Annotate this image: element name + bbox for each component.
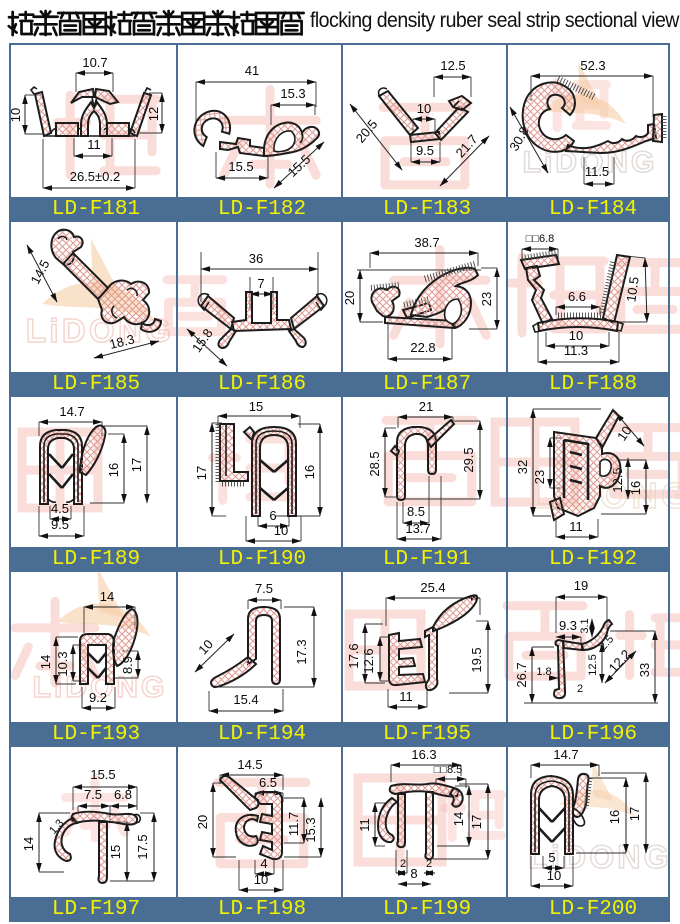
svg-text:15.8: 15.8: [189, 326, 216, 355]
svg-text:12: 12: [146, 107, 161, 121]
svg-text:9.3: 9.3: [559, 618, 577, 633]
svg-text:6: 6: [269, 508, 276, 523]
svg-text:10: 10: [614, 423, 635, 443]
svg-text:29.5: 29.5: [461, 447, 476, 472]
svg-text:□□6.8: □□6.8: [526, 233, 555, 245]
svg-text:19.5: 19.5: [469, 647, 484, 672]
svg-text:17: 17: [194, 466, 209, 480]
svg-text:17: 17: [627, 807, 642, 821]
svg-text:11.3: 11.3: [564, 343, 588, 358]
svg-text:23: 23: [532, 470, 547, 484]
svg-text:10: 10: [417, 101, 431, 116]
svg-text:26.5±0.2: 26.5±0.2: [70, 169, 121, 184]
svg-text:20.5: 20.5: [353, 117, 381, 146]
svg-text:17: 17: [469, 815, 484, 829]
svg-text:21: 21: [419, 399, 433, 414]
svg-text:11.5: 11.5: [585, 164, 609, 179]
svg-text:14.7: 14.7: [59, 404, 84, 419]
svg-text:16.3: 16.3: [411, 747, 436, 762]
svg-text:25.4: 25.4: [420, 580, 445, 595]
svg-text:36: 36: [249, 251, 263, 266]
svg-text:38.7: 38.7: [414, 235, 439, 250]
svg-text:5: 5: [548, 850, 555, 865]
svg-text:15.3: 15.3: [280, 86, 305, 101]
svg-text:16: 16: [302, 465, 317, 479]
svg-text:10: 10: [254, 872, 268, 887]
svg-text:10: 10: [8, 108, 23, 122]
svg-text:20: 20: [195, 815, 210, 829]
svg-text:21.7: 21.7: [453, 132, 481, 161]
svg-text:15.5: 15.5: [228, 159, 253, 174]
svg-text:7.5: 7.5: [84, 787, 102, 802]
svg-text:11: 11: [87, 137, 101, 152]
svg-text:12.5: 12.5: [440, 58, 465, 73]
svg-text:8: 8: [410, 866, 417, 881]
svg-text:4.5: 4.5: [51, 501, 69, 516]
svg-text:14.7: 14.7: [553, 747, 578, 762]
svg-text:41: 41: [245, 63, 259, 78]
svg-text:10: 10: [569, 328, 583, 343]
svg-text:14: 14: [38, 655, 53, 669]
svg-text:15.3: 15.3: [303, 817, 318, 842]
svg-text:52.3: 52.3: [580, 58, 605, 73]
svg-text:12.5: 12.5: [587, 654, 599, 675]
svg-text:16: 16: [628, 481, 643, 495]
svg-text:9.2: 9.2: [89, 690, 107, 705]
svg-text:18.3: 18.3: [108, 331, 136, 352]
svg-text:6.8: 6.8: [114, 787, 132, 802]
svg-text:14: 14: [451, 812, 466, 826]
svg-text:8.5: 8.5: [407, 504, 425, 519]
svg-text:2: 2: [400, 858, 406, 870]
svg-text:7: 7: [257, 276, 264, 291]
svg-text:9.5: 9.5: [51, 517, 69, 532]
svg-text:11.7: 11.7: [286, 812, 301, 836]
svg-text:17.5: 17.5: [135, 834, 150, 859]
svg-text:15.4: 15.4: [233, 692, 258, 707]
svg-text:1.8: 1.8: [536, 666, 551, 678]
svg-text:14.5: 14.5: [27, 257, 52, 286]
svg-text:19: 19: [574, 578, 588, 593]
svg-text:26.7: 26.7: [514, 662, 529, 687]
svg-text:3.1: 3.1: [579, 618, 591, 633]
svg-text:2: 2: [577, 683, 583, 695]
svg-text:11: 11: [569, 519, 583, 534]
svg-text:4: 4: [260, 856, 267, 871]
svg-text:12.6: 12.6: [361, 648, 376, 673]
svg-text:15: 15: [108, 845, 123, 859]
svg-text:10.5: 10.5: [623, 276, 641, 303]
svg-text:22.8: 22.8: [410, 340, 435, 355]
svg-text:14: 14: [21, 837, 36, 851]
svg-text:7.5: 7.5: [255, 581, 273, 596]
svg-text:10: 10: [547, 868, 561, 883]
svg-text:15: 15: [249, 399, 263, 414]
svg-text:9.5: 9.5: [416, 143, 434, 158]
svg-text:10: 10: [274, 523, 288, 538]
svg-text:32: 32: [515, 460, 530, 474]
svg-text:15.5: 15.5: [90, 767, 115, 782]
svg-text:2: 2: [426, 858, 432, 870]
svg-text:6.6: 6.6: [568, 289, 586, 304]
svg-text:17: 17: [129, 458, 144, 472]
svg-text:13.7: 13.7: [405, 521, 430, 536]
svg-text:14.5: 14.5: [237, 757, 262, 772]
svg-text:16: 16: [106, 463, 121, 477]
svg-text:□□8.5: □□8.5: [434, 764, 463, 776]
svg-text:10.7: 10.7: [82, 55, 107, 70]
svg-text:10.3: 10.3: [55, 651, 70, 676]
svg-text:33: 33: [637, 663, 652, 677]
svg-text:11: 11: [357, 818, 372, 832]
svg-text:23: 23: [479, 292, 494, 306]
svg-text:12.2: 12.2: [606, 647, 634, 676]
svg-text:17.6: 17.6: [346, 643, 361, 668]
svg-text:14: 14: [100, 589, 114, 604]
svg-text:20: 20: [342, 291, 357, 305]
svg-text:11: 11: [399, 689, 413, 704]
svg-text:28.5: 28.5: [367, 451, 382, 476]
svg-text:16: 16: [607, 810, 622, 824]
svg-text:6.5: 6.5: [259, 775, 277, 790]
svg-text:17.3: 17.3: [294, 639, 309, 664]
